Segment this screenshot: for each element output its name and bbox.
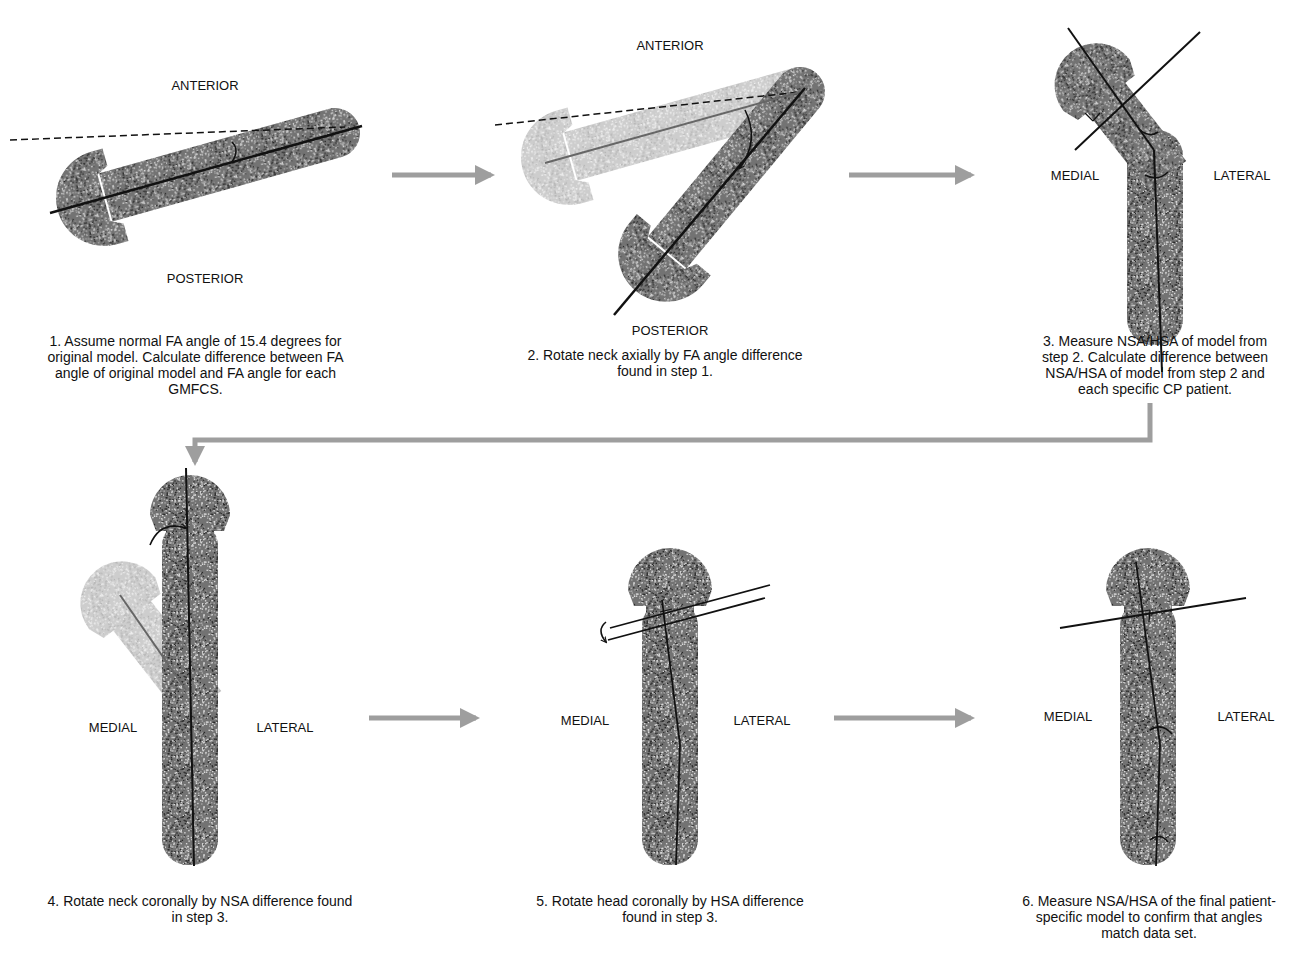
step-panel: 3. Measure NSA/HSA of model from step 2.…	[975, 20, 1285, 399]
direction-label: POSTERIOR	[632, 323, 709, 338]
step-panel: 6. Measure NSA/HSA of the final patient-…	[975, 540, 1290, 943]
femur-coronal-view	[1106, 548, 1190, 865]
axis-line	[10, 127, 345, 140]
axis-line	[1156, 745, 1160, 866]
direction-label: LATERAL	[1214, 168, 1271, 183]
step-caption: 3. Measure NSA/HSA of model from step 2.…	[1035, 333, 1275, 397]
axis-line	[1093, 113, 1100, 121]
axis-line	[660, 609, 672, 612]
axis-line	[1138, 610, 1150, 612]
direction-label: MEDIAL	[561, 713, 609, 728]
axis-line	[1136, 562, 1160, 745]
direction-label: MEDIAL	[1051, 168, 1099, 183]
angle-arc	[150, 526, 186, 545]
angle-arc	[1150, 727, 1172, 734]
flow-arrow	[392, 173, 491, 178]
axis-line	[610, 585, 770, 628]
angle-arc	[232, 142, 236, 162]
axis-line	[186, 468, 194, 866]
step-caption: 2. Rotate neck axially by FA angle diffe…	[510, 347, 820, 379]
axis-line	[614, 88, 805, 315]
axis-line	[545, 92, 800, 163]
angle-arc	[740, 110, 751, 168]
axis-line	[1060, 598, 1246, 628]
direction-label: POSTERIOR	[167, 271, 244, 286]
axis-line	[120, 595, 186, 690]
angle-arc	[1140, 130, 1158, 135]
femur-top-view	[599, 42, 853, 321]
direction-label: LATERAL	[1218, 709, 1275, 724]
direction-label: MEDIAL	[1044, 709, 1092, 724]
axis-line	[1085, 113, 1093, 121]
axis-line	[1075, 32, 1200, 150]
angle-arc	[601, 622, 606, 642]
step-caption: 4. Rotate neck coronally by NSA differen…	[45, 893, 355, 925]
direction-label: LATERAL	[734, 713, 791, 728]
flow-arrow	[195, 403, 1150, 462]
step-panel: 1. Assume normal FA angle of 15.4 degree…	[10, 60, 388, 399]
flow-arrow	[849, 173, 971, 178]
step-panel: 5. Rotate head coronally by HSA differen…	[480, 540, 830, 927]
axis-line	[676, 745, 680, 865]
axis-line	[662, 600, 680, 745]
step-caption: 5. Rotate head coronally by HSA differen…	[525, 893, 815, 925]
angle-arc	[1145, 172, 1168, 178]
femur-coronal-view	[1038, 26, 1201, 345]
femur-coronal-view	[628, 548, 712, 865]
flow-arrow	[369, 716, 476, 721]
step-panel: 4. Rotate neck coronally by NSA differen…	[25, 462, 365, 927]
axis-line	[1149, 610, 1150, 622]
axis-line	[50, 126, 362, 213]
direction-label: MEDIAL	[89, 720, 137, 735]
direction-label: LATERAL	[257, 720, 314, 735]
step-caption: 1. Assume normal FA angle of 15.4 degree…	[43, 333, 348, 397]
direction-label: ANTERIOR	[171, 78, 238, 93]
axis-line	[495, 92, 800, 125]
axis-line	[608, 598, 765, 640]
direction-label: ANTERIOR	[636, 38, 703, 53]
femur-top-view	[45, 80, 372, 257]
step-caption: 6. Measure NSA/HSA of the final patient-…	[1015, 893, 1283, 941]
flow-arrow	[834, 716, 971, 721]
angle-arc	[1150, 836, 1168, 842]
